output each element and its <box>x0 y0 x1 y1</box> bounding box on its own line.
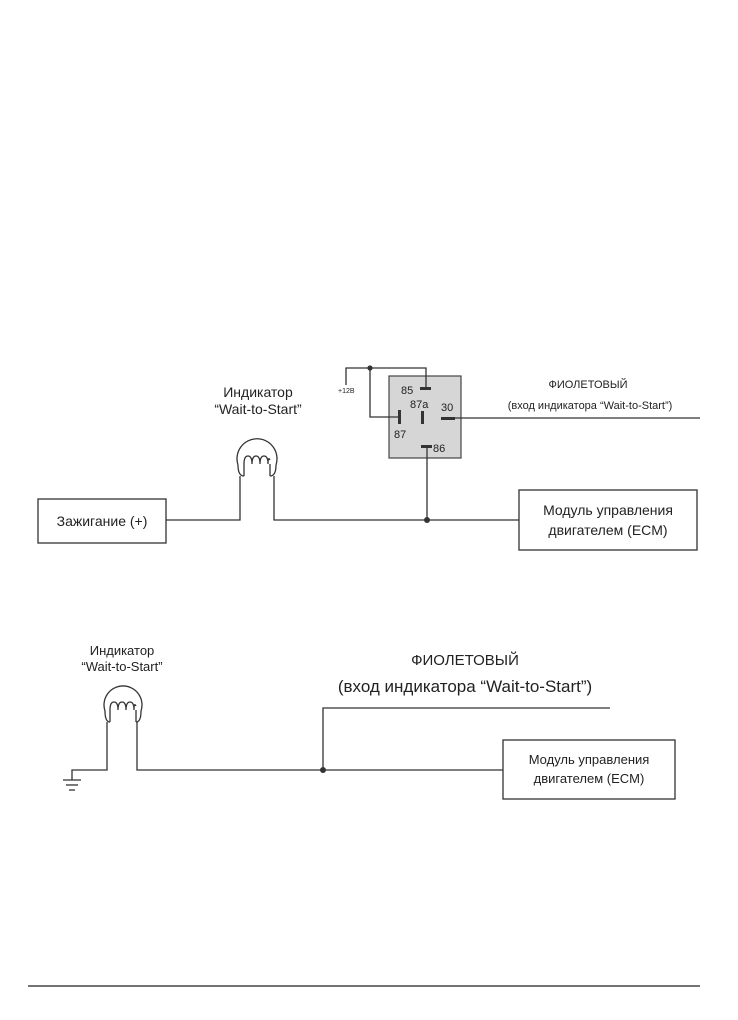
relay-pin-87-label: 87 <box>394 429 406 441</box>
ground-icon <box>63 779 81 791</box>
supply-junction-dot <box>367 365 373 371</box>
ecm-box-line1: Модуль управления <box>529 752 650 767</box>
indicator-lamp-icon <box>236 438 278 477</box>
ecm-box <box>518 489 698 551</box>
ecm-box-line1: Модуль управления <box>543 502 673 518</box>
ecm-box-line2: двигателем (ECM) <box>534 771 645 786</box>
relay-pin-87a <box>421 411 424 424</box>
relay-pin-30 <box>441 417 455 420</box>
indicator-label-line2: “Wait-to-Start” <box>81 659 162 674</box>
relay-pin-87 <box>398 410 401 424</box>
indicator-label-line1: Индикатор <box>90 643 155 658</box>
wire-color-label: ФИОЛЕТОВЫЙ <box>548 378 627 391</box>
ecm-box-line2: двигателем (ECM) <box>548 522 667 538</box>
lamp-to-ecm-wire <box>273 476 519 521</box>
wire-purpose-label: (вход индикатора “Wait-to-Start”) <box>508 400 673 412</box>
supply-to-pin85-wire <box>345 367 427 388</box>
ignition-box-label: Зажигание (+) <box>57 513 148 529</box>
indicator-lamp-icon <box>103 685 143 723</box>
ignition-box <box>37 498 167 544</box>
relay-pin-86-label: 86 <box>433 443 445 455</box>
diagram-2-direct-wiring: Индикатор “Wait-to-Start” ФИОЛЕТОВЫЙ (вх… <box>63 643 676 800</box>
relay-pin-87a-label: 87a <box>410 399 429 411</box>
relay-pin-86 <box>421 445 432 448</box>
indicator-label-line1: Индикатор <box>223 384 293 400</box>
indicator-label-line2: “Wait-to-Start” <box>214 401 302 417</box>
wire-purpose-label: (вход индикатора “Wait-to-Start”) <box>338 677 592 696</box>
relay-pin-30-label: 30 <box>441 402 453 414</box>
purple-input-wire <box>322 707 610 770</box>
relay-supply-label: +12В <box>338 388 355 395</box>
supply-to-pin87-wire <box>369 368 399 418</box>
wire-color-label: ФИОЛЕТОВЫЙ <box>411 651 519 669</box>
lamp-to-ignition-wire <box>166 476 241 521</box>
ecm-box <box>502 739 676 800</box>
lamp-to-ecm-wire <box>136 722 503 771</box>
relay-pin-85-label: 85 <box>401 385 413 397</box>
relay-pin-85 <box>420 387 431 390</box>
lamp-to-ground-wire <box>71 722 108 780</box>
diagram-1-relay-wiring: Индикатор “Wait-to-Start” Зажигание (+) … <box>37 365 700 551</box>
